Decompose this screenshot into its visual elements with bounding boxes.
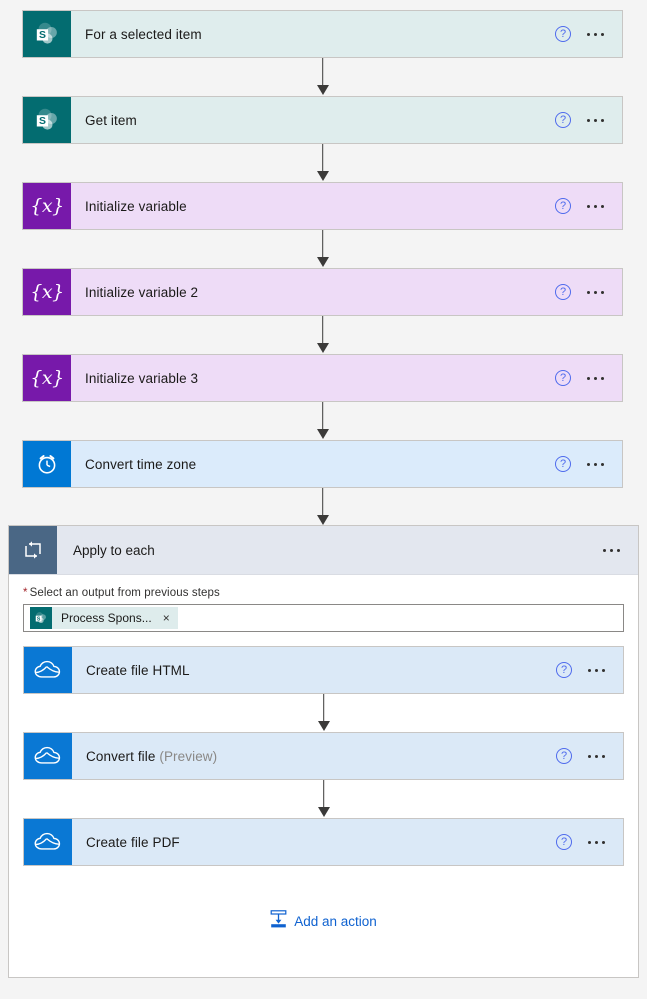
action-card[interactable]: Create file PDF? [23, 818, 624, 866]
add-an-action-label: Add an action [294, 914, 377, 929]
help-icon[interactable]: ? [556, 662, 572, 678]
apply-to-each-steps: Create file HTML?Convert file (Preview)?… [9, 632, 638, 866]
action-card-label: Create file PDF [86, 834, 180, 850]
svg-text:S: S [39, 116, 46, 127]
action-card-controls: ? [555, 284, 622, 300]
action-card-label: Initialize variable [85, 198, 187, 214]
action-card-title: Create file PDF [72, 834, 556, 851]
action-card-title: Get item [71, 112, 555, 129]
flow-connector-arrow [22, 402, 623, 440]
more-options-icon[interactable] [587, 115, 604, 126]
apply-to-each-container: Apply to each *Select an output from pre… [8, 525, 639, 978]
svg-text:S: S [39, 30, 46, 41]
more-options-icon[interactable] [588, 837, 605, 848]
action-card-title: Create file HTML [72, 662, 556, 679]
action-card[interactable]: {x} Initialize variable 2? [22, 268, 623, 316]
output-token-chip[interactable]: S Process Spons... × [30, 607, 178, 629]
select-output-input[interactable]: S Process Spons... × [23, 604, 624, 632]
more-options-icon[interactable] [587, 459, 604, 470]
flow-connector-arrow [23, 780, 624, 818]
apply-to-each-header[interactable]: Apply to each [9, 526, 638, 575]
sharepoint-icon: S [23, 11, 71, 57]
action-card-label: Create file HTML [86, 662, 190, 678]
help-icon[interactable]: ? [556, 834, 572, 850]
action-card-controls: ? [555, 112, 622, 128]
apply-to-each-body: *Select an output from previous steps S … [9, 575, 638, 632]
flow-connector-arrow [22, 58, 623, 96]
flow-top-level: S For a selected item? S Get item? {x} Initia… [22, 10, 623, 526]
sharepoint-icon: S [30, 607, 52, 629]
flow-connector-arrow [22, 230, 623, 268]
flow-connector-arrow [22, 316, 623, 354]
sharepoint-icon: S [23, 97, 71, 143]
action-card[interactable]: Convert time zone? [22, 440, 623, 488]
help-icon[interactable]: ? [555, 370, 571, 386]
action-card[interactable]: {x} Initialize variable? [22, 182, 623, 230]
more-options-icon[interactable] [587, 373, 604, 384]
help-icon[interactable]: ? [555, 456, 571, 472]
action-card-controls: ? [555, 456, 622, 472]
onedrive-icon [24, 819, 72, 865]
svg-text:S: S [37, 616, 41, 622]
flow-connector-arrow [23, 694, 624, 732]
action-card-title: Initialize variable 2 [71, 284, 555, 301]
action-card[interactable]: S For a selected item? [22, 10, 623, 58]
apply-to-each-title: Apply to each [73, 542, 155, 558]
required-asterisk: * [23, 587, 28, 599]
variable-icon: {x} [23, 355, 71, 401]
action-card[interactable]: Convert file (Preview)? [23, 732, 624, 780]
help-icon[interactable]: ? [555, 26, 571, 42]
onedrive-icon [24, 647, 72, 693]
more-options-icon[interactable] [587, 201, 604, 212]
action-card-controls: ? [556, 662, 623, 678]
close-icon[interactable]: × [162, 611, 170, 625]
action-card-title: Initialize variable [71, 198, 555, 215]
variable-icon: {x} [23, 183, 71, 229]
more-options-icon[interactable] [588, 665, 605, 676]
more-options-icon[interactable] [587, 287, 604, 298]
action-card-title: Convert file (Preview) [72, 748, 556, 765]
more-options-icon[interactable] [603, 545, 620, 556]
action-card-controls: ? [555, 26, 622, 42]
action-card-controls: ? [555, 198, 622, 214]
flow-connector-arrow [22, 144, 623, 182]
apply-to-each-actions [603, 545, 638, 556]
add-an-action-button[interactable]: Add an action [9, 910, 638, 933]
action-card-controls: ? [555, 370, 622, 386]
action-card[interactable]: {x} Initialize variable 3? [22, 354, 623, 402]
select-output-label-text: Select an output from previous steps [29, 587, 220, 599]
apply-to-each-icon [9, 526, 57, 574]
onedrive-icon [24, 733, 72, 779]
action-card-label: Initialize variable 3 [85, 370, 199, 386]
action-card-label: Convert time zone [85, 456, 197, 472]
help-icon[interactable]: ? [555, 112, 571, 128]
action-card-label: Initialize variable 2 [85, 284, 199, 300]
action-card[interactable]: S Get item? [22, 96, 623, 144]
more-options-icon[interactable] [587, 29, 604, 40]
more-options-icon[interactable] [588, 751, 605, 762]
action-card[interactable]: Create file HTML? [23, 646, 624, 694]
help-icon[interactable]: ? [556, 748, 572, 764]
action-card-title: Convert time zone [71, 456, 555, 473]
alarm-clock-icon [23, 441, 71, 487]
action-card-controls: ? [556, 834, 623, 850]
output-token-label: Process Spons... [61, 611, 152, 625]
action-card-preview-tag: (Preview) [159, 748, 218, 764]
action-card-label: Convert file [86, 748, 160, 764]
action-card-title: For a selected item [71, 26, 555, 43]
variable-icon: {x} [23, 269, 71, 315]
flow-connector-arrow [22, 488, 623, 526]
action-card-controls: ? [556, 748, 623, 764]
help-icon[interactable]: ? [555, 198, 571, 214]
action-card-label: For a selected item [85, 26, 202, 42]
action-card-label: Get item [85, 112, 137, 128]
insert-action-icon [270, 910, 287, 933]
help-icon[interactable]: ? [555, 284, 571, 300]
select-output-label: *Select an output from previous steps [23, 587, 624, 599]
action-card-title: Initialize variable 3 [71, 370, 555, 387]
